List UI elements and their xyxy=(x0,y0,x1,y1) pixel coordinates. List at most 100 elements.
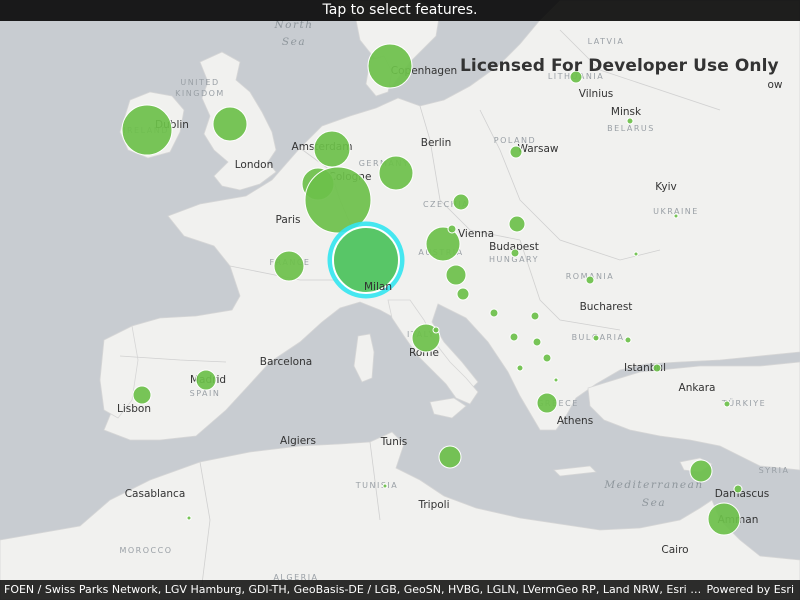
feature-point[interactable] xyxy=(273,250,305,282)
feature-point[interactable] xyxy=(592,334,600,342)
powered-by-esri: Powered by Esri xyxy=(706,583,794,596)
feature-point[interactable] xyxy=(438,445,462,469)
feature-point[interactable] xyxy=(689,459,713,483)
city-label-algiers: Algiers xyxy=(280,435,316,447)
feature-point[interactable] xyxy=(624,336,632,344)
feature-point[interactable] xyxy=(186,515,192,521)
feature-point[interactable] xyxy=(378,155,414,191)
sea-label-north: North xyxy=(273,19,313,31)
feature-point[interactable] xyxy=(313,130,351,168)
license-watermark: Licensed For Developer Use Only xyxy=(460,56,779,76)
feature-point[interactable] xyxy=(508,215,526,233)
instruction-banner: Tap to select features. xyxy=(0,0,800,21)
feature-point[interactable] xyxy=(212,106,248,142)
feature-point[interactable] xyxy=(489,308,499,318)
feature-point[interactable] xyxy=(626,117,634,125)
feature-point[interactable] xyxy=(509,145,523,159)
feature-point[interactable] xyxy=(553,377,559,383)
feature-point[interactable] xyxy=(569,70,583,84)
feature-point[interactable] xyxy=(723,400,731,408)
city-label-paris: Paris xyxy=(276,214,301,226)
country-label-latvia: LATVIA xyxy=(588,37,625,46)
sea-label-sea: Sea xyxy=(642,497,666,509)
feature-point[interactable] xyxy=(509,332,519,342)
country-label-syria: SYRIA xyxy=(759,466,790,475)
city-label-london: London xyxy=(235,159,274,171)
city-label-casablanca: Casablanca xyxy=(125,488,186,500)
feature-point[interactable] xyxy=(121,104,173,156)
feature-point[interactable] xyxy=(456,287,470,301)
feature-layer[interactable]: Milan xyxy=(121,43,743,536)
sea-label-sea: Sea xyxy=(282,36,306,48)
feature-point[interactable] xyxy=(132,385,152,405)
city-label-bucharest: Bucharest xyxy=(580,301,633,313)
feature-point[interactable] xyxy=(585,275,595,285)
city-label-minsk: Minsk xyxy=(611,106,642,118)
land-anatolia xyxy=(587,361,800,471)
feature-point[interactable] xyxy=(733,484,743,494)
city-label-kyiv: Kyiv xyxy=(655,181,676,193)
country-label-algeria: ALGERIA xyxy=(273,573,318,582)
country-label-united: UNITED xyxy=(180,78,219,87)
city-label-budapest: Budapest xyxy=(489,241,539,253)
city-label-barcelona: Barcelona xyxy=(260,356,312,368)
city-label-vienna: Vienna xyxy=(458,228,494,240)
country-label-kingdom: KINGDOM xyxy=(175,89,225,98)
feature-point[interactable] xyxy=(195,369,217,391)
feature-point[interactable] xyxy=(432,326,440,334)
country-label-poland: POLAND xyxy=(494,136,536,145)
border-layer xyxy=(119,29,721,600)
feature-point[interactable] xyxy=(367,43,413,89)
feature-point[interactable] xyxy=(536,392,558,414)
feature-point[interactable] xyxy=(510,248,520,258)
land-mainland-europe xyxy=(103,0,800,441)
country-label-belarus: BELARUS xyxy=(607,124,655,133)
feature-point[interactable] xyxy=(530,311,540,321)
country-label-ukraine: UKRAINE xyxy=(653,207,699,216)
city-label-ow: ow xyxy=(767,79,782,91)
land-sardinia xyxy=(353,333,375,383)
city-label-tripoli: Tripoli xyxy=(417,499,449,511)
city-label-athens: Athens xyxy=(557,415,593,427)
feature-point[interactable] xyxy=(673,213,679,219)
attribution-bar[interactable]: FOEN / Swiss Parks Network, LGV Hamburg,… xyxy=(0,580,800,600)
country-label-morocco: MOROCCO xyxy=(119,546,172,555)
feature-point[interactable] xyxy=(542,353,552,363)
country-label-tunisia: TUNISIA xyxy=(355,481,399,490)
attribution-text[interactable]: FOEN / Swiss Parks Network, LGV Hamburg,… xyxy=(4,583,704,596)
land-sicily xyxy=(429,397,467,419)
selection-halo xyxy=(327,221,405,299)
country-label-spain: SPAIN xyxy=(190,389,221,398)
city-label-lisbon: Lisbon xyxy=(117,403,151,415)
instruction-text: Tap to select features. xyxy=(322,2,478,18)
feature-point[interactable] xyxy=(452,193,470,211)
city-label-cairo: Cairo xyxy=(661,544,688,556)
feature-point[interactable] xyxy=(447,224,457,234)
city-label-ankara: Ankara xyxy=(679,382,716,394)
feature-point[interactable] xyxy=(516,364,524,372)
city-label-vilnius: Vilnius xyxy=(579,88,613,100)
feature-point[interactable] xyxy=(532,337,542,347)
feature-point[interactable] xyxy=(304,166,372,234)
feature-point[interactable] xyxy=(425,226,461,262)
feature-point[interactable] xyxy=(445,264,467,286)
country-label-hungary: HUNGARY xyxy=(489,255,539,264)
feature-point[interactable] xyxy=(633,251,639,257)
city-label-berlin: Berlin xyxy=(421,137,451,149)
feature-point[interactable] xyxy=(707,502,741,536)
feature-point[interactable] xyxy=(652,363,662,373)
feature-point[interactable] xyxy=(382,483,388,489)
country-label-czechia: CZECHIA xyxy=(423,200,469,209)
city-label-damascus: Damascus xyxy=(715,488,770,500)
city-label-warsaw: Warsaw xyxy=(518,143,559,155)
city-label-tunis: Tunis xyxy=(380,436,408,448)
land-crete xyxy=(553,465,597,477)
city-label-milan-overlay: Milan xyxy=(364,281,392,293)
selected-feature-point[interactable] xyxy=(332,226,400,294)
country-label-t-rkiye: TÜRKIYE xyxy=(721,398,766,408)
land-portugal xyxy=(99,325,139,419)
sea-label-mediterranean: Mediterranean xyxy=(603,479,703,491)
